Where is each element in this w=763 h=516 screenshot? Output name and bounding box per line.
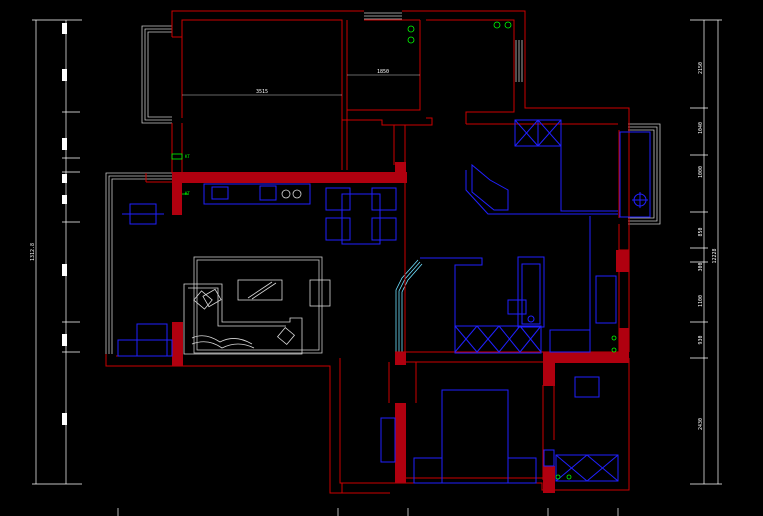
structural-columns <box>172 162 629 493</box>
right-dimension-seg-7: 930 <box>698 335 704 344</box>
right-dimension-seg-1: 2150 <box>698 62 704 74</box>
right-dimension-seg-8: 2430 <box>698 418 704 430</box>
room-dimension-2: 1850 <box>377 69 389 75</box>
right-dimension-seg-3: 1000 <box>698 166 704 178</box>
right-dimension-chain <box>690 19 722 485</box>
sofa-set <box>183 189 331 355</box>
fixture-label-1: KT <box>185 154 190 159</box>
right-dimension-seg-5: 300 <box>698 262 704 271</box>
wall-outlines <box>105 10 630 494</box>
fixture-label-2: KT <box>185 191 190 196</box>
furniture <box>117 119 651 484</box>
right-dimension-seg-2: 1040 <box>698 122 704 134</box>
right-total-dimension: 12228 <box>712 248 718 263</box>
left-dimension-chain <box>32 19 82 485</box>
right-dimension-labels: 2150 1040 1000 850 300 1100 930 2430 122… <box>698 62 718 430</box>
room-dimension-1: 3515 <box>256 89 268 95</box>
fixtures <box>171 21 617 480</box>
room-dimension-lines <box>182 74 420 96</box>
windows <box>105 12 661 354</box>
left-dimension-ticks <box>62 23 67 425</box>
right-dimension-seg-4: 850 <box>698 227 704 236</box>
right-dimension-seg-6: 1100 <box>698 295 704 307</box>
left-total-dimension: 1312.8 <box>30 243 36 261</box>
glass-partition <box>395 259 423 356</box>
bottom-ticks <box>117 508 619 516</box>
